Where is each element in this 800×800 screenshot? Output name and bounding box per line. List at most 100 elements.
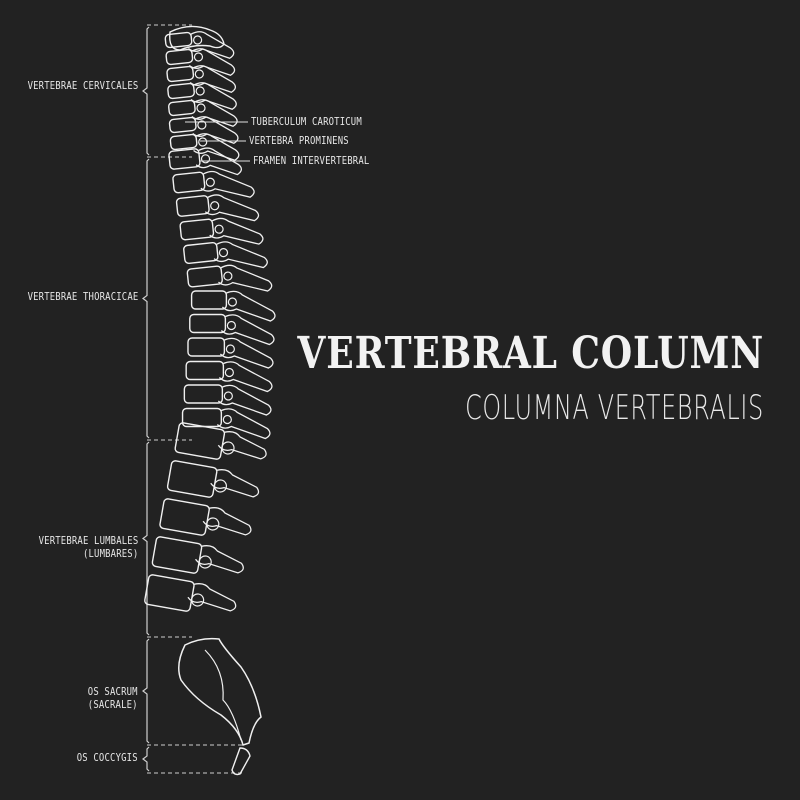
spinous-process [190,82,237,110]
vertebral-body [168,116,197,134]
articular-process [193,52,204,62]
vertebra [166,460,260,498]
coccyx [231,747,251,776]
vertebra [151,536,244,574]
vertebral-body [174,422,226,460]
vertebral-body [186,265,223,288]
region-bracket [142,26,150,156]
vertebral-body [172,171,206,194]
articular-process [210,201,220,211]
spinous-process [195,545,244,574]
articular-process [197,120,207,130]
spinous-process [217,384,272,416]
spinous-process [216,408,271,440]
label-thoracic: VERTEBRAE THORACICAE [27,291,138,303]
articular-process [198,555,212,569]
vertebra [187,337,274,369]
articular-process [213,479,228,493]
region-bracket [142,746,150,772]
vertebra [144,574,237,612]
spinous-process [217,431,267,460]
vertebra [175,194,260,222]
vertebra [183,241,268,269]
vertebral-body [175,195,210,217]
vertebral-body [159,498,210,536]
atlas-vertebra [169,25,225,51]
vertebra [166,65,237,93]
spinous-process [202,507,252,536]
label-lumbar-line1: VERTEBRAE LUMBALES [38,535,138,547]
sacral-crest [204,649,242,741]
spinous-process [221,290,276,322]
vertebra [169,133,240,161]
vertebra [190,290,276,322]
spinous-process [189,65,237,93]
vertebra [185,360,273,393]
spinous-process [220,314,275,346]
articular-process [223,391,233,401]
vertebral-body [151,536,203,574]
spinous-process [218,361,273,393]
vertebral-body [183,242,219,264]
vertebral-body [179,218,215,241]
callout-vertebra-prominens: VERTEBRA PROMINENS [249,135,349,147]
vertebra [181,407,271,440]
articular-process [226,320,236,331]
vertebra [174,422,267,460]
label-lumbar-line2: (LUMBARES) [82,548,138,560]
vertebra [159,498,252,536]
spinous-process [200,170,255,198]
spinous-process [204,194,260,222]
articular-process [198,137,208,147]
vertebral-body [167,99,196,117]
articular-process [222,414,232,425]
vertebra [167,82,237,110]
spinous-process [193,133,240,161]
articular-process [214,224,224,234]
vertebra [189,313,275,346]
vertebral-body [167,82,195,100]
vertebra [167,99,238,127]
label-sacrum: OS SACRUM (SACRALE) [88,686,138,712]
vertebral-body [166,65,195,83]
region-bracket [142,158,150,439]
vertebral-body [185,360,225,381]
vertebral-body [168,148,201,170]
articular-process [200,154,211,164]
spinous-process [188,48,236,76]
articular-process [205,177,215,187]
spinous-process [218,264,273,292]
page-subtitle: COLUMNA VERTEBRALIS [465,388,764,428]
vertebral-body [183,384,224,404]
region-bracket [142,441,150,636]
vertebral-body [166,460,218,498]
articular-process [223,271,233,281]
articular-process [194,69,204,79]
spinous-process [219,337,274,369]
articular-process [195,86,205,96]
spinous-process [191,99,238,127]
articular-process [227,297,237,307]
label-lumbar: VERTEBRAE LUMBALES (LUMBARES) [38,535,138,561]
vertebra [183,384,272,416]
label-coccyx: OS COCCYGIS [77,752,138,764]
articular-process [191,593,205,607]
spinous-process [192,116,239,144]
vertebral-body [187,337,226,357]
vertebra [164,31,235,59]
vertebra [168,147,243,176]
vertebral-body [169,133,198,151]
spinous-process [209,217,264,245]
vertebral-body [164,31,193,49]
vertebral-body [165,48,194,66]
label-cervical: VERTEBRAE CERVICALES [27,80,138,92]
articular-process [221,441,235,455]
vertebra [168,116,239,144]
spinous-process [195,147,243,176]
articular-process [206,517,220,531]
vertebra [179,217,264,245]
articular-process [224,367,234,378]
vertebral-body [190,290,228,310]
vertebra [172,170,255,198]
